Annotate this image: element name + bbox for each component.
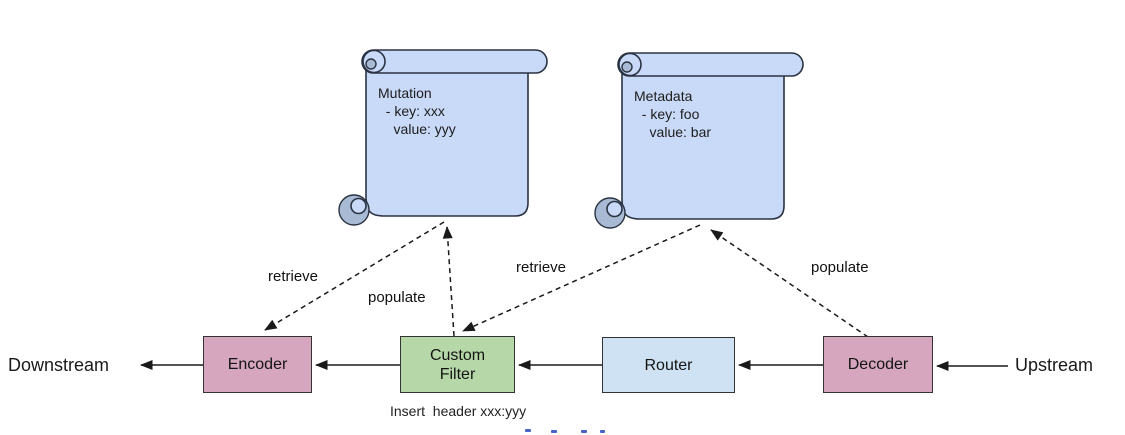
node-decoder: Decoder <box>823 336 933 393</box>
dashed-arrow-retrieve-metadata-to-customfilter <box>462 224 701 332</box>
edge-label-populate-mutation: populate <box>368 289 426 306</box>
edge-label-populate-metadata: populate <box>811 259 869 276</box>
note-metadata: Metadata - key: foo value: bar <box>594 49 809 235</box>
note-metadata-text: Metadata - key: foo value: bar <box>634 87 711 141</box>
note-line: value: yyy <box>378 121 456 137</box>
note-line: value: bar <box>634 124 712 140</box>
note-mutation-text: Mutation - key: xxx value: yyy <box>378 84 456 138</box>
node-custom-filter: Custom Filter <box>400 336 515 393</box>
node-router-label: Router <box>644 356 693 374</box>
dashed-arrow-populate-decoder-to-metadata <box>710 229 869 338</box>
scroll-icon <box>594 52 804 229</box>
edge-label-retrieve-encoder: retrieve <box>268 268 319 285</box>
clipped-text-fragment <box>581 430 587 433</box>
upstream-label: Upstream <box>1015 355 1094 375</box>
node-encoder: Encoder <box>203 336 312 393</box>
note-title: Metadata <box>634 88 693 104</box>
node-encoder-label: Encoder <box>227 356 288 373</box>
dashed-arrow-populate-customfilter-to-mutation <box>442 226 455 337</box>
node-decoder-label: Decoder <box>847 356 909 373</box>
clipped-text-fragment <box>600 430 605 433</box>
insert-header-annotation: Insert header xxx:yyy <box>390 403 527 419</box>
clipped-text-fragment <box>525 429 531 432</box>
note-title: Mutation <box>378 85 432 101</box>
node-router: Router <box>602 337 735 393</box>
note-mutation: Mutation - key: xxx value: yyy <box>338 46 553 232</box>
node-custom-filter-label: Custom Filter <box>429 346 486 383</box>
scroll-icon <box>338 49 548 226</box>
note-line: - key: foo <box>634 106 700 122</box>
note-line: - key: xxx <box>378 103 445 119</box>
clipped-text-fragment <box>551 430 557 433</box>
downstream-label: Downstream <box>8 355 110 375</box>
edge-label-retrieve-customfilter: retrieve <box>516 259 567 276</box>
